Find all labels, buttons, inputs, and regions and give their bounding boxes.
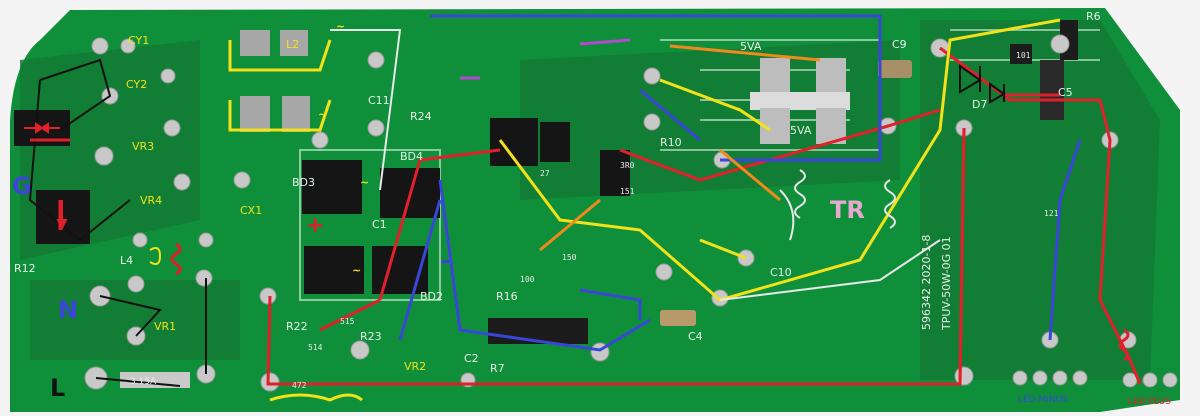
label-c2: C2 (464, 352, 479, 365)
smd-d7 (1010, 44, 1032, 64)
board-id: 596342 2020-1-8 (920, 235, 933, 330)
red-coil-led (1118, 328, 1130, 362)
cap-c5 (1040, 60, 1064, 120)
pad-5va-a (760, 58, 790, 92)
red-coil (170, 242, 182, 276)
smd-code-27: 27 (540, 169, 550, 178)
label-g: G (12, 172, 32, 200)
led-minus-label: LED MINUS (1018, 395, 1068, 405)
label-tilde-4: ~ (352, 264, 361, 277)
wire-white (330, 29, 941, 301)
label-tilde-2: ~ (318, 108, 327, 121)
smd-code-150: 150 (562, 253, 577, 262)
label-fuse: 3.15A (130, 377, 157, 387)
smd-code-3r0: 3R0 (620, 161, 635, 170)
label-r16: R16 (496, 290, 518, 303)
smd-code-514: 514 (308, 343, 323, 352)
bridge-bd3 (302, 160, 362, 214)
ic-third (600, 150, 630, 196)
label-bd4: BD4 (400, 150, 423, 163)
trace-5va-top: 5VA (740, 40, 762, 53)
bridge-bd2a (304, 246, 364, 294)
cap-c11 (240, 96, 270, 132)
diode-d7 (959, 64, 1006, 104)
label-n: N (58, 296, 78, 324)
label-r6: R6 (1086, 10, 1101, 23)
yellow-coil-l4 (149, 247, 162, 265)
board-name: TPUV-50W-0G 01 (940, 236, 953, 331)
components (14, 20, 1078, 388)
label-bd3: BD3 (292, 176, 315, 189)
pad-5va-b (816, 58, 846, 92)
label-r12: R12 (14, 262, 36, 275)
label-bd2: BD2 (420, 290, 443, 303)
label-c9: C9 (892, 38, 907, 51)
smd-code-100: 100 (520, 275, 535, 284)
label-r7: R7 (490, 362, 505, 375)
cap-c4 (660, 310, 696, 326)
label-minus: – (440, 246, 452, 274)
cap-c11b (282, 96, 310, 132)
label-c11: C11 (368, 94, 390, 107)
label-tilde-1: ~ (336, 20, 345, 33)
wire-red (30, 46, 1142, 386)
label-tr: TR (830, 196, 865, 224)
cap-c9 (878, 60, 912, 78)
trace-5va-bottom: 5VA (790, 124, 812, 137)
label-c5: C5 (1058, 86, 1073, 99)
label-cy2: CY2 (126, 78, 147, 91)
label-vr1: VR1 (154, 320, 176, 333)
smd-code-101: 101 (1016, 51, 1031, 60)
label-r22: R22 (286, 320, 308, 333)
heat-pad (750, 92, 850, 110)
cap-l2b (280, 30, 308, 56)
wire-purple (460, 38, 631, 80)
wire-orange (539, 44, 821, 252)
label-c4: C4 (688, 330, 703, 343)
label-tilde-3: ~ (360, 176, 369, 189)
smd-code-515: 515 (340, 317, 355, 326)
ic-second (540, 122, 570, 162)
smd-code-472: 472 (292, 381, 307, 390)
label-vr3: VR3 (132, 140, 154, 153)
fuse-body (120, 372, 190, 388)
label-c1: C1 (372, 218, 387, 231)
smd-code-151: 151 (620, 187, 635, 196)
label-vr2: VR2 (404, 360, 426, 373)
label-cy1: CY1 (128, 34, 149, 47)
led-plus-label: LED PLUS (1128, 397, 1171, 407)
transformer-coil (794, 169, 896, 229)
label-plus: + (306, 213, 324, 238)
wire-blue (398, 14, 1082, 352)
label-r23: R23 (360, 330, 382, 343)
solder-pads (84, 34, 1178, 392)
label-cx1: CX1 (240, 204, 262, 217)
cap-l2 (240, 30, 270, 56)
label-r24: R24 (410, 110, 432, 123)
relay-arrows (24, 122, 68, 231)
label-r10: R10 (660, 136, 682, 149)
label-l4: L4 (120, 254, 133, 267)
label-d7: D7 (972, 98, 987, 111)
label-vr4: VR4 (140, 194, 162, 207)
label-l2: L2 (286, 38, 299, 51)
smd-code-121: 121 (1044, 209, 1059, 218)
label-c10: C10 (770, 266, 792, 279)
label-l: L (50, 374, 65, 402)
